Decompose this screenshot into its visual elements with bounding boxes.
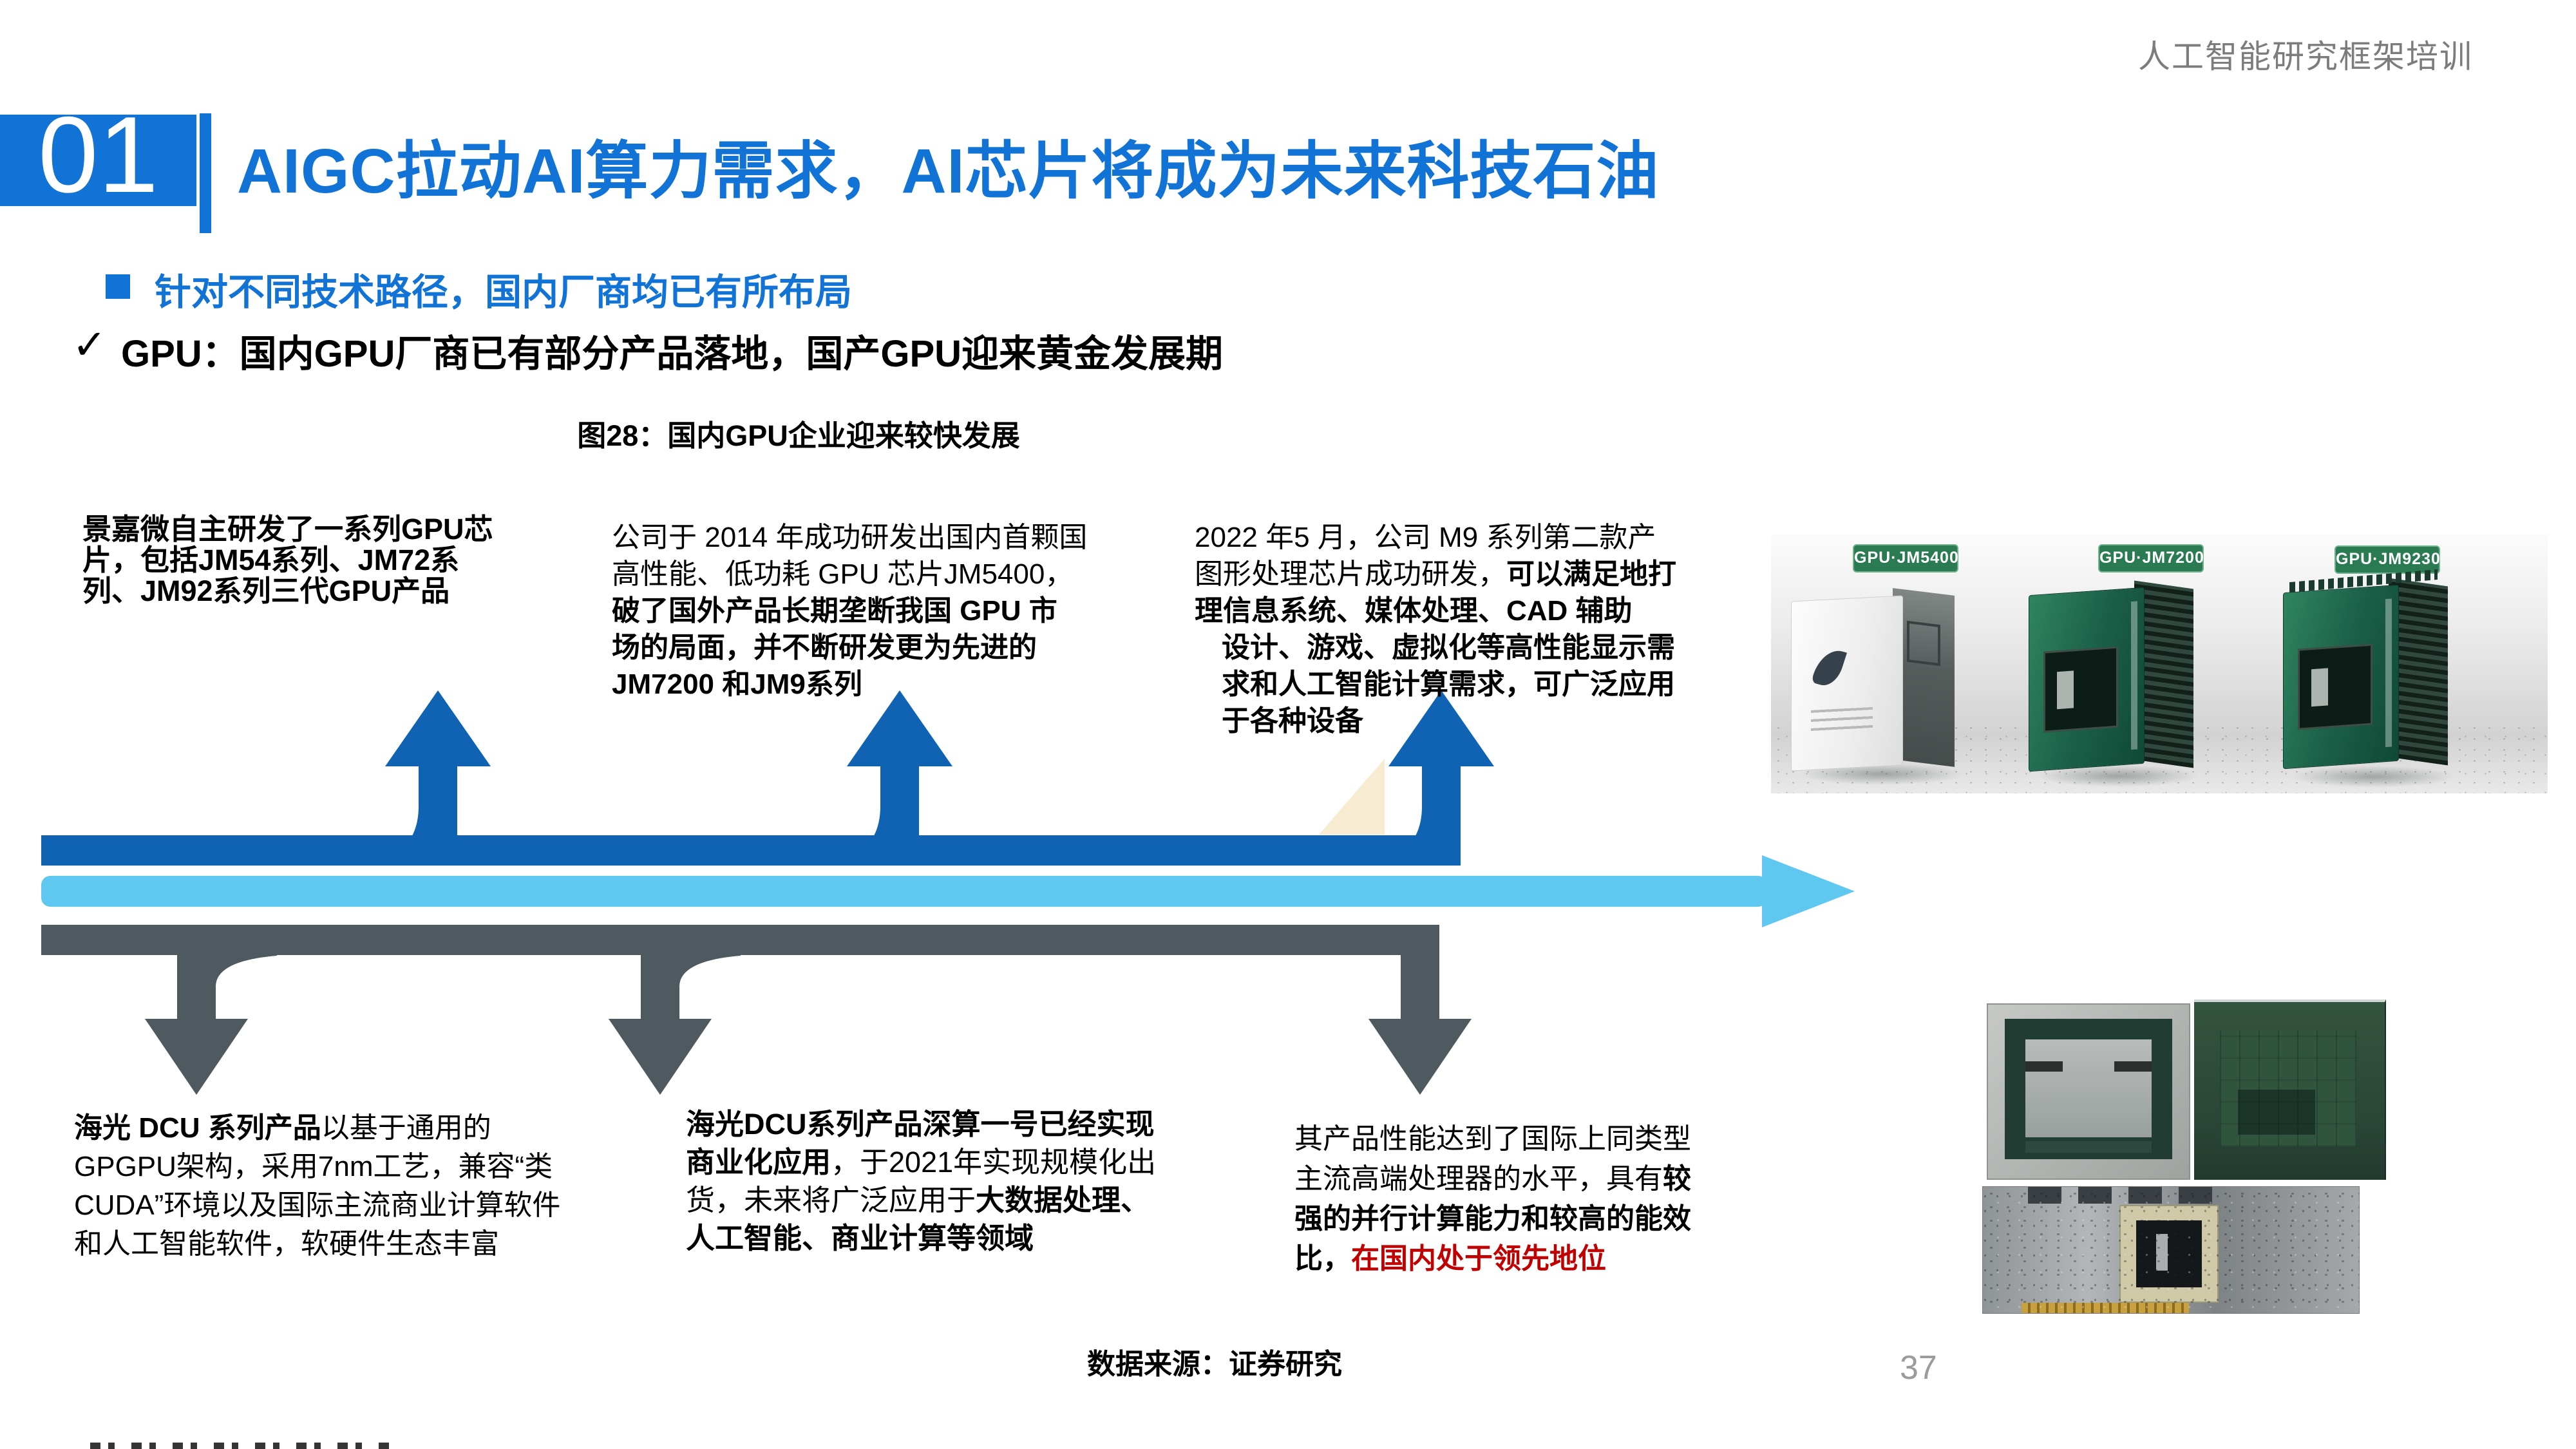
chip-shade <box>2238 1090 2315 1135</box>
down-arrow-head-2 <box>609 1019 712 1095</box>
memory-modules <box>2028 1187 2221 1204</box>
card-print-lines <box>1811 706 1873 736</box>
gpu-card-front <box>2283 584 2399 770</box>
up-arrow-stem-2 <box>822 765 919 866</box>
up-arrow-stem-3 <box>1364 765 1461 866</box>
down-arrow-stem-3 <box>1401 955 1439 1021</box>
product-badge-jm9230: GPU·JM9230 <box>2334 545 2440 574</box>
chip-bottom-strip <box>2025 1141 2152 1153</box>
up-arrow-head-1 <box>385 690 491 766</box>
text-block-m9-series: 2022 年5 月，公司 M9 系列第二款产图形处理芯片成功研发，可以满足地打理… <box>1195 522 1676 737</box>
deck-title: 人工智能研究框架培训 <box>2138 39 2473 75</box>
up-arrow-stem-1 <box>361 765 457 866</box>
die-label <box>2311 668 2328 707</box>
card-shadow <box>2291 766 2456 788</box>
gpu-card-jm7200 <box>2029 580 2199 787</box>
bullet-level2: GPU：国内GPU厂商已有部分产品落地，国产GPU迎来黄金发展期 <box>121 333 1224 375</box>
gpu-die <box>2043 646 2118 733</box>
bullet-square-icon <box>106 274 130 299</box>
bullet-level1: 针对不同技术路径，国内厂商均已有所布局 <box>155 272 852 313</box>
timeline-bar-dark-blue <box>41 835 1461 866</box>
vent-window <box>1907 620 1940 667</box>
dcu-chip-photo-silver <box>1987 1003 2190 1180</box>
brand-logo-mark <box>1811 646 1847 689</box>
card-edge-stripe <box>2385 598 2392 748</box>
gpu-card-jm5400 <box>1791 588 1965 785</box>
photo-noise <box>1983 1187 2359 1313</box>
timeline-bar-gray <box>41 925 1439 955</box>
product-badge-jm7200: GPU·JM7200 <box>2098 544 2204 573</box>
clipped-footnote-fragment <box>90 1443 393 1449</box>
chip-die <box>2025 1039 2152 1137</box>
text-block-shensuan: 海光DCU系列产品深算一号已经实现商业化应用，于2021年实现规模化出货，未来将… <box>686 1108 1157 1255</box>
dcu-chip-photo-green <box>2194 999 2386 1180</box>
text-block-performance: 其产品性能达到了国际上同类型主流高端处理器的水平，具有较强的并行计算能力和较高的… <box>1294 1123 1691 1274</box>
board-gpu-die <box>2136 1220 2202 1287</box>
page-number: 37 <box>1900 1349 1937 1387</box>
accelerator-board-photo <box>1982 1186 2360 1314</box>
page-title: AIGC拉动AI算力需求，AI芯片将成为未来科技石油 <box>237 136 1660 206</box>
gpu-card-jm9230 <box>2283 578 2456 788</box>
check-icon: ✓ <box>72 321 107 368</box>
section-number-box: 01 <box>0 100 196 209</box>
figure-caption: 图28：国内GPU企业迎来较快发展 <box>577 419 1020 452</box>
light-blue-arrow-head <box>1762 855 1855 927</box>
gpu-card-front <box>2029 587 2145 772</box>
card-edge-stripe <box>2131 601 2137 750</box>
down-arrow-head-1 <box>145 1019 248 1095</box>
die-label <box>2057 670 2074 710</box>
down-arrow-head-3 <box>1368 1019 1472 1095</box>
text-block-jingjiawei: 景嘉微自主研发了一系列GPU芯片，包括JM54系列、JM72系列、JM92系列三… <box>82 513 493 607</box>
data-source: 数据来源：证券研究 <box>1087 1349 1342 1380</box>
chip-substrate <box>2220 1030 2356 1146</box>
title-accent-bar <box>200 113 211 233</box>
up-arrow-head-2 <box>847 690 952 766</box>
section-number: 01 <box>38 94 158 215</box>
down-arrow-stem-1 <box>177 955 277 1021</box>
chip-slot <box>2025 1061 2063 1072</box>
board-gpu-package <box>2119 1205 2219 1303</box>
accent-triangle <box>1319 759 1385 835</box>
up-arrow-head-3 <box>1388 690 1494 766</box>
timeline-bar-light-blue <box>41 876 1767 907</box>
product-badge-jm5400: GPU·JM5400 <box>1853 544 1958 573</box>
chip-slot <box>2114 1061 2152 1072</box>
gpu-die <box>2298 643 2372 730</box>
gpu-card-front <box>1791 595 1903 772</box>
text-block-jm5400: 公司于 2014 年成功研发出国内首颗国高性能、低功耗 GPU 芯片JM5400… <box>612 522 1088 700</box>
down-arrow-stem-2 <box>641 955 741 1021</box>
gpu-product-photo <box>1771 535 2548 793</box>
gold-edge-connector <box>2022 1303 2189 1313</box>
